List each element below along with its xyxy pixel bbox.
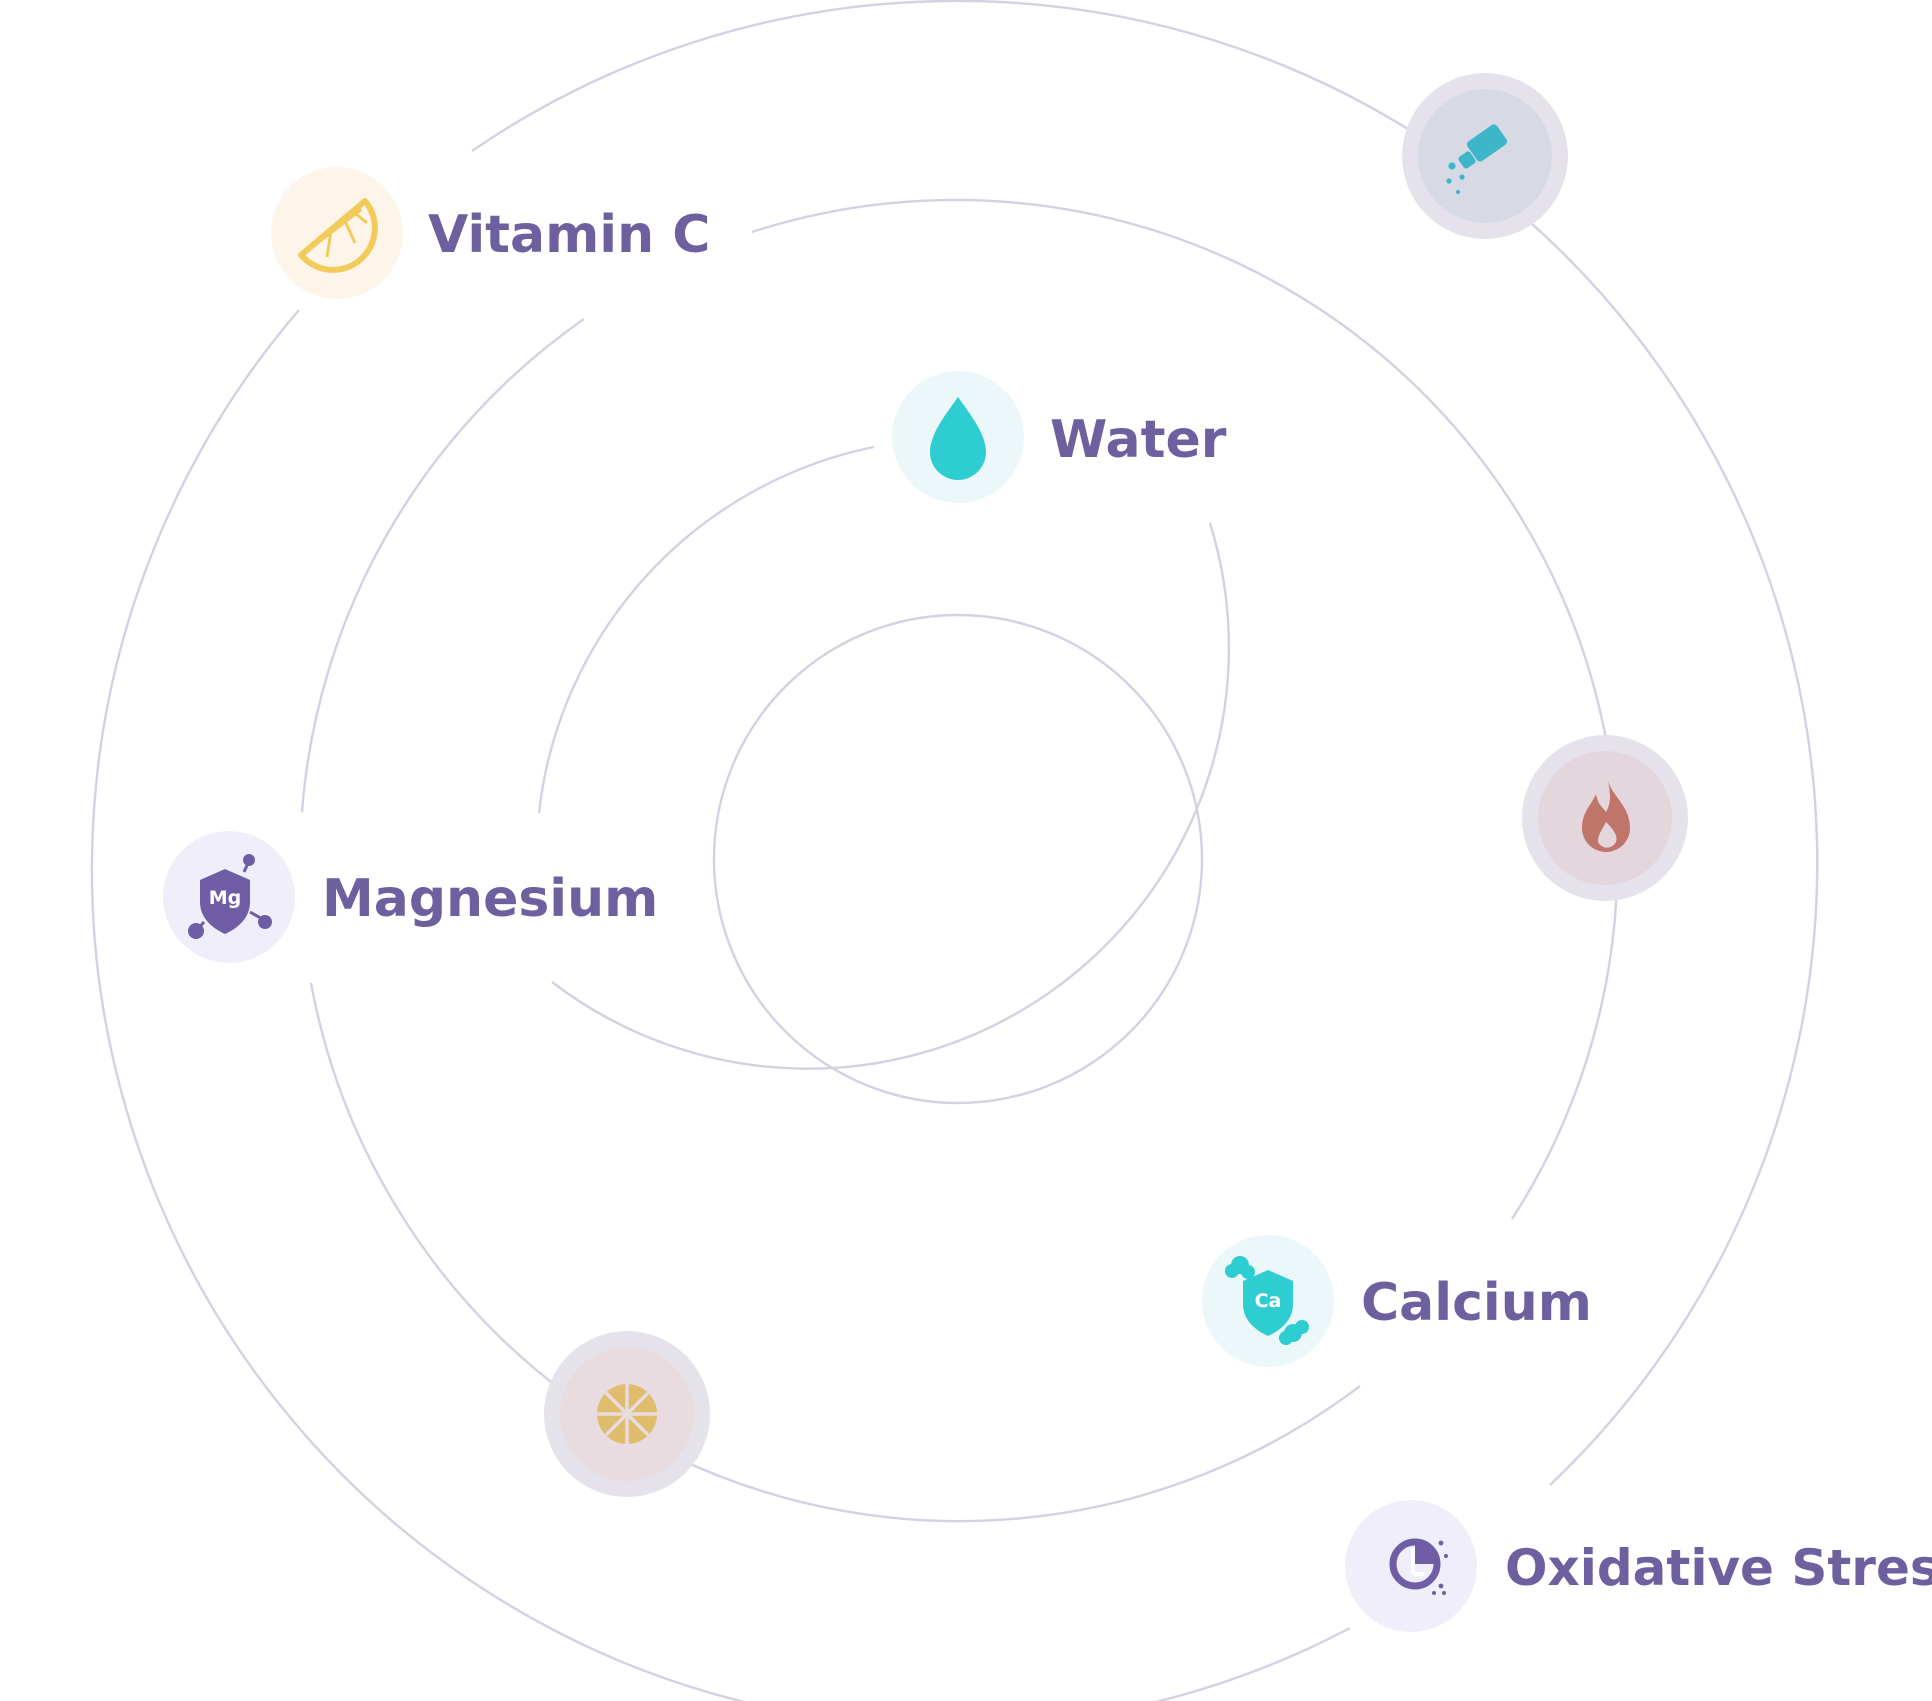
vitamin-c-label: Vitamin C: [428, 205, 710, 265]
orbit-rings: [90, 0, 1819, 1701]
third-ring: [300, 318, 585, 813]
outer-ring: [471, 0, 1420, 152]
salt-node[interactable]: [1402, 73, 1568, 239]
lemon-slice-icon: [298, 198, 378, 273]
inner-ring: [712, 613, 1204, 1105]
water-node[interactable]: Water: [892, 371, 1227, 503]
outer-ring: [1522, 215, 1819, 1486]
salt-shaker-icon: [1446, 124, 1508, 194]
citrus-slice-icon: [597, 1384, 657, 1444]
citrus-node[interactable]: [544, 1331, 710, 1497]
oxidative-stress-icon: [1389, 1538, 1448, 1595]
magnesium-label: Magnesium: [322, 869, 658, 929]
calcium-shield-icon: Ca: [1225, 1256, 1309, 1345]
third-ring: [674, 1385, 1361, 1523]
water-label: Water: [1050, 410, 1227, 470]
outer-ring: [90, 309, 1351, 1701]
oxidative-stress-node[interactable]: Oxidative Stress: [1345, 1500, 1932, 1632]
oxidative-stress-label: Oxidative Stress: [1505, 1539, 1932, 1597]
calcium-label: Calcium: [1361, 1273, 1592, 1333]
second-ring: [537, 445, 875, 814]
flame-icon: [1582, 781, 1630, 852]
third-ring: [1510, 883, 1619, 1220]
vitamin-c-node[interactable]: Vitamin C: [271, 167, 710, 299]
calcium-symbol: Ca: [1255, 1290, 1282, 1312]
fire-node[interactable]: [1522, 735, 1688, 901]
second-ring: [551, 522, 1231, 1070]
magnesium-symbol: Mg: [209, 887, 242, 909]
third-ring: [309, 982, 565, 1393]
magnesium-shield-icon: Mg: [188, 854, 272, 939]
magnesium-node[interactable]: Mg Magnesium: [163, 831, 658, 963]
water-drop-icon: [930, 397, 986, 480]
third-ring: [751, 198, 1610, 751]
vitamin-c-icon-bg: [271, 167, 403, 299]
calcium-node[interactable]: Ca Calcium: [1202, 1235, 1592, 1367]
